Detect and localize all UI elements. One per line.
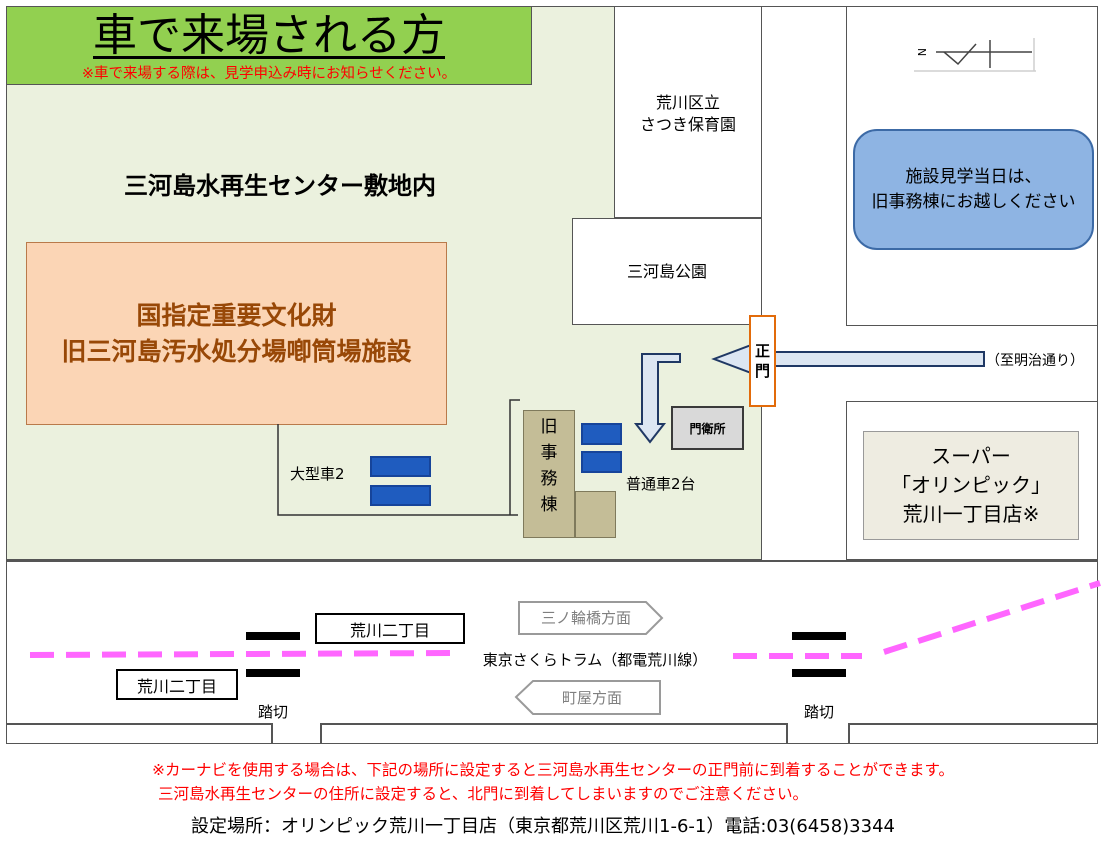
gate-char: 正 — [754, 342, 770, 360]
gate-char: 門 — [754, 362, 770, 380]
nursery-label: 荒川区立 さつき保育園 — [614, 92, 762, 136]
direction-minowa-label: 三ノ輪橋方面 — [540, 609, 631, 627]
road-edge-bottom-mid — [320, 723, 786, 725]
old-office-char: 事 — [540, 443, 558, 463]
old-office-char: 棟 — [540, 495, 558, 515]
page-title: 車で来場される方 — [93, 10, 445, 61]
nursery-block — [614, 6, 762, 218]
park-block — [572, 218, 762, 325]
old-office-char: 務 — [540, 469, 558, 489]
park-label: 三河島公園 — [626, 262, 707, 281]
notice-line1: 施設見学当日は、 — [905, 166, 1042, 187]
old-office-building — [523, 410, 575, 538]
tram-stop-upper: 荒川二丁目 — [315, 613, 465, 644]
large-parking-slot — [370, 456, 431, 477]
crossing-label-left: 踏切 — [257, 703, 288, 721]
title-bar — [6, 6, 532, 85]
road-curb-mid-left — [320, 723, 322, 744]
nursery-line1: 荒川区立 — [655, 93, 720, 112]
supermarket-line3: 荒川一丁目店※ — [902, 502, 1040, 526]
north-arrow-icon: N — [914, 38, 1036, 72]
heritage-line2: 旧三河島汚水処分場喞筒場施設 — [61, 336, 412, 366]
road-edge-bottom-left — [6, 723, 271, 725]
parking-yard-outline — [277, 399, 520, 516]
crossing-bar — [246, 669, 300, 677]
road-edge-top — [6, 560, 1098, 562]
old-office-char: 旧 — [540, 417, 558, 437]
tram-line-name: 東京さくらトラム（都電荒川線） — [482, 651, 708, 669]
direction-sign-machiya-icon — [514, 680, 661, 715]
crossing-bar — [792, 632, 846, 640]
heritage-line1: 国指定重要文化財 — [136, 300, 337, 330]
title-note: ※車で来場する際は、見学申込み時にお知らせください。 — [81, 66, 457, 82]
footer-warning-line1: ※カーナビを使用する場合は、下記の場所に設定すると三河島水再生センターの正門前に… — [152, 761, 954, 779]
normal-parking-label: 普通車2台 — [626, 475, 696, 493]
crossing-bar — [246, 632, 300, 640]
large-parking-slot — [370, 485, 431, 506]
footer-warning-line2: 三河島水再生センターの住所に設定すると、北門に到着してしまいますのでご注意くださ… — [158, 785, 808, 803]
road-edge-bottom-right — [848, 723, 1098, 725]
visit-notice-bubble: 施設見学当日は、 旧事務棟にお越しください — [853, 129, 1094, 250]
crossing-label-right: 踏切 — [803, 703, 834, 721]
meiji-dori-label: （至明治通り） — [986, 353, 1084, 369]
compound-label: 三河島水再生センター敷地内 — [124, 172, 436, 200]
supermarket-line2: 「オリンピック」 — [891, 473, 1051, 497]
heritage-building: 国指定重要文化財 旧三河島汚水処分場喞筒場施設 — [26, 242, 447, 425]
normal-parking-slot — [581, 451, 622, 473]
normal-parking-slot — [581, 423, 622, 445]
main-gate: 正 門 — [749, 315, 776, 407]
large-parking-label: 大型車2 — [290, 465, 345, 483]
guardhouse: 門衛所 — [671, 406, 744, 450]
supermarket-olympic: スーパー 「オリンピック」 荒川一丁目店※ — [863, 431, 1079, 540]
direction-machiya-label: 町屋方面 — [561, 689, 622, 707]
direction-sign-minowa-icon — [518, 601, 664, 635]
road-curb-left — [271, 723, 273, 744]
supermarket-line1: スーパー — [931, 444, 1011, 468]
svg-text:N: N — [915, 48, 928, 56]
old-office-annex — [575, 491, 616, 538]
crossing-bar — [792, 669, 846, 677]
tram-stop-lower: 荒川二丁目 — [116, 669, 238, 700]
old-office-label: 旧 事 務 棟 — [523, 414, 575, 518]
footer-setting-location: 設定場所：オリンピック荒川一丁目店（東京都荒川区荒川1-6-1）電話:03(64… — [191, 816, 895, 837]
tram-line — [29, 580, 1101, 659]
notice-line2: 旧事務棟にお越しください — [871, 191, 1076, 212]
nursery-line2: さつき保育園 — [639, 115, 736, 134]
road-curb-mid-right — [786, 723, 788, 744]
road-curb-right — [848, 723, 850, 744]
